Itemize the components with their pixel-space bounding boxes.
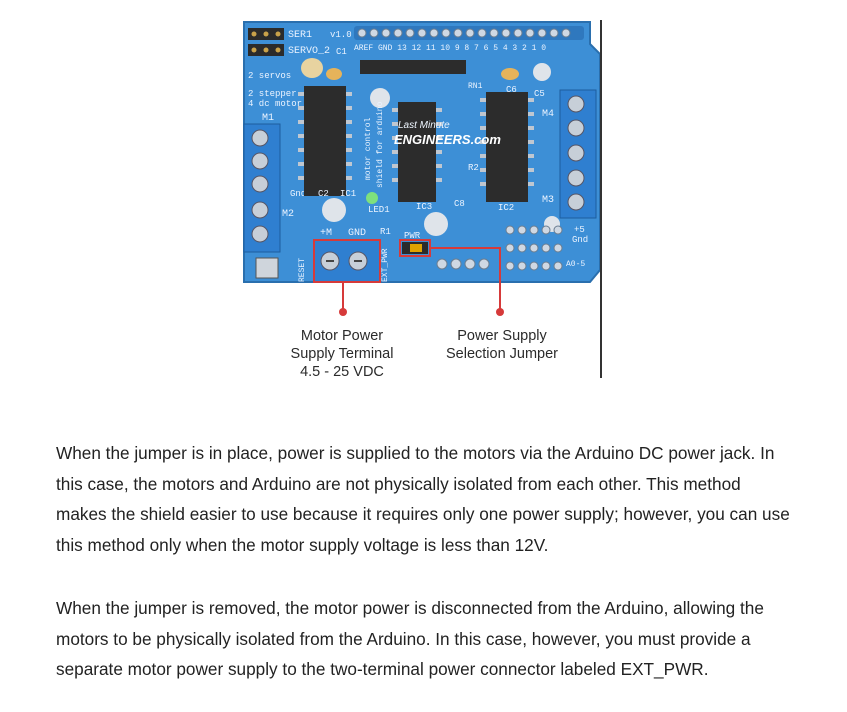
led (366, 192, 378, 204)
label-servos: 2 servos (248, 71, 291, 81)
label-gnd-right: Gnd (572, 235, 588, 245)
label-pins: AREF GND 13 12 11 10 9 8 7 6 5 4 3 2 1 0 (354, 44, 546, 53)
callout-motor-line-2: Supply Terminal (290, 346, 394, 362)
terminal-m1-m2 (243, 123, 281, 253)
watermark-top: Last Minute (398, 120, 450, 131)
motor-shield-diagram: SER1 SERVO_2 v1.0 AREF GND 13 12 11 10 9… (243, 21, 601, 316)
paragraph-jumper-in-place: When the jumper is in place, power is su… (56, 443, 790, 555)
chip-ic2 (480, 92, 534, 202)
motor-shield-figure: SER1 SERVO_2 v1.0 AREF GND 13 12 11 10 9… (242, 20, 602, 380)
label-rn1: RN1 (468, 82, 483, 91)
label-gnd-side: Gnd (290, 189, 306, 199)
resistor-network (360, 60, 466, 74)
figure-divider (600, 20, 602, 378)
capacitors (301, 58, 560, 236)
label-gnd: GND (348, 228, 366, 239)
reset-button (255, 257, 279, 279)
label-c8: C8 (454, 199, 465, 209)
chip-ic1 (298, 86, 352, 196)
analog-headers (436, 225, 563, 271)
label-m4: M4 (542, 109, 554, 120)
watermark-main: ENGINEERS.com (394, 132, 501, 147)
callout-power-line-2: Selection Jumper (445, 346, 559, 362)
callout-motor-supply: Motor Power Supply Terminal 4.5 - 25 VDC (267, 327, 417, 381)
label-c5: C5 (534, 89, 545, 99)
pointer-power-jumper (399, 239, 504, 316)
ext-pwr-terminal (313, 239, 381, 283)
callout-motor-line-3: 4.5 - 25 VDC (300, 364, 384, 380)
label-servo2: SERVO_2 (288, 46, 330, 57)
label-ser1: SER1 (288, 30, 312, 41)
label-ic1: IC1 (340, 189, 356, 199)
label-r1: R1 (380, 227, 391, 237)
label-steppers: 2 stepper (248, 89, 297, 99)
label-dc-motor: 4 dc motor (248, 99, 302, 109)
label-c6: C6 (506, 85, 517, 95)
label-pwr: PWR (404, 231, 421, 241)
label-plus-m: +M (320, 228, 332, 239)
label-c2: C2 (318, 189, 329, 199)
label-motor-control: motor control (364, 117, 373, 180)
callout-motor-line-1: Motor Power (300, 328, 384, 344)
label-m3: M3 (542, 195, 554, 206)
label-a0-5: A0-5 (566, 260, 585, 269)
label-c1: C1 (336, 47, 347, 57)
label-m2: M2 (282, 209, 294, 220)
paragraph-jumper-removed: When the jumper is removed, the motor po… (56, 598, 764, 679)
label-plus5: +5 (574, 225, 585, 235)
label-version: v1.0 (330, 30, 352, 40)
servo-headers (248, 28, 284, 56)
label-led1: LED1 (368, 205, 390, 215)
chip-ic3 (392, 102, 442, 202)
callout-power-jumper: Power Supply Selection Jumper (427, 327, 577, 363)
top-headers (354, 26, 584, 40)
label-ext-pwr: EXT_PWR (381, 248, 390, 282)
pointer-motor-supply (313, 239, 381, 316)
label-ic3: IC3 (416, 202, 432, 212)
terminal-m3-m4 (559, 89, 597, 219)
callout-power-line-1: Power Supply (457, 328, 547, 344)
label-m1: M1 (262, 113, 274, 124)
label-reset: RESET (298, 258, 307, 282)
label-shield-for-arduino: shield for arduino (376, 101, 385, 188)
label-ic2: IC2 (498, 203, 514, 213)
label-r2: R2 (468, 163, 479, 173)
